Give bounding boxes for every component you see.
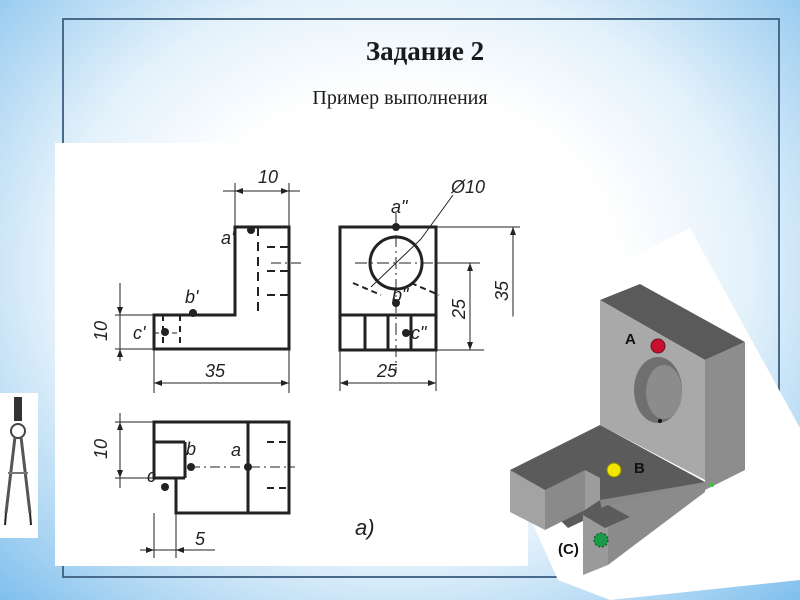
label-c-plan: c [147, 466, 156, 486]
dim-25-bottom: 25 [376, 361, 398, 381]
label-point-c: (C) [558, 541, 579, 558]
label-point-b: B [634, 460, 645, 477]
dim-10-top: 10 [258, 167, 278, 187]
point-a-marker [650, 338, 666, 354]
label-diameter: Ø10 [450, 177, 485, 197]
dim-10-plan: 10 [91, 439, 111, 459]
label-b-plan: b [186, 439, 196, 459]
label-a-prime: a' [221, 228, 235, 248]
slide-subtitle: Пример выполнения [312, 87, 488, 109]
label-b-prime: b' [185, 287, 199, 307]
label-b-dprime: b" [392, 285, 410, 305]
dim-10-left: 10 [91, 321, 111, 341]
label-a-plan: a [231, 440, 241, 460]
label-c-dprime: c" [411, 323, 428, 343]
point-b-marker [606, 462, 622, 478]
slide-title: Задание 2 [365, 36, 485, 66]
label-a-dprime: a" [391, 197, 409, 217]
technical-drawing: 10 a' b' c' 10 35 a" Ø10 b" c" 25 35 25 … [55, 143, 528, 566]
label-c-prime: c' [133, 323, 146, 343]
drawing-caption: a) [355, 515, 375, 540]
dim-5: 5 [195, 529, 206, 549]
dim-25-vertical: 25 [449, 298, 469, 320]
dim-35-vertical: 35 [492, 280, 512, 301]
compass-icon [0, 393, 38, 538]
dim-35-bottom: 35 [205, 361, 226, 381]
label-point-a: A [625, 331, 636, 348]
point-c-marker [593, 532, 609, 548]
